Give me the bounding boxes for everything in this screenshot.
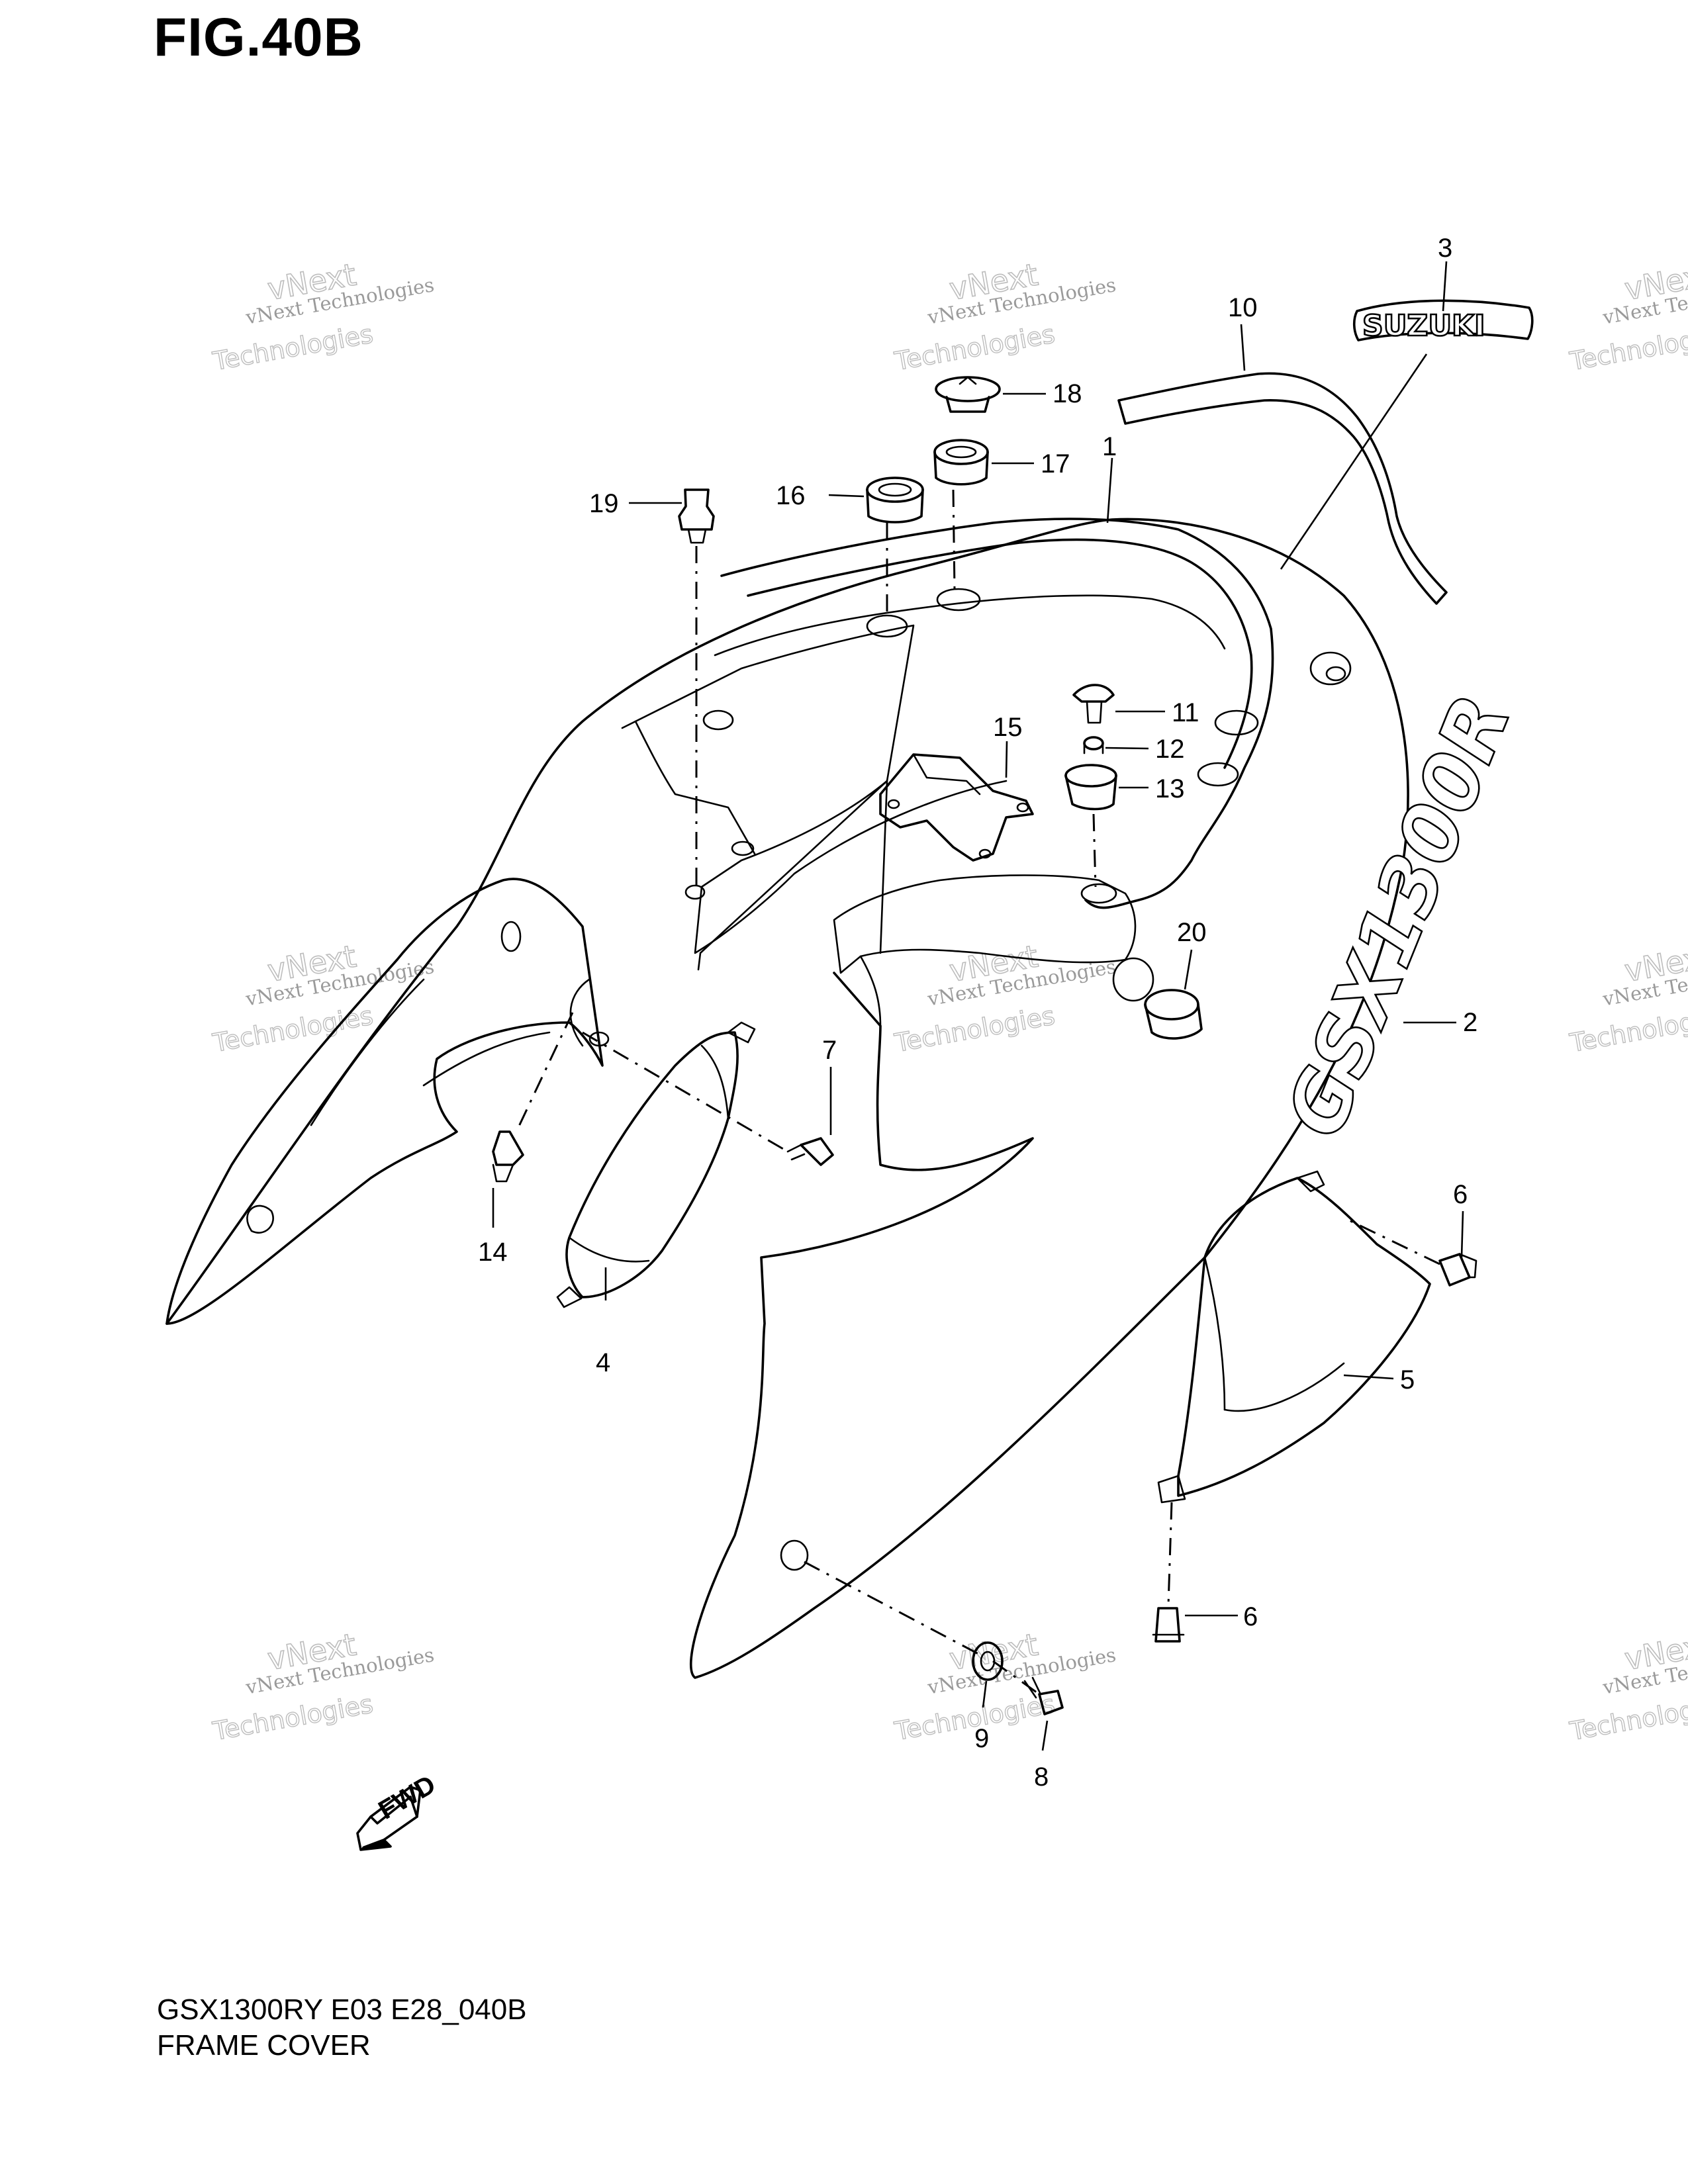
footer-model-code: GSX1300RY E03 E28_040B: [157, 1993, 527, 2026]
watermark: vNext vNext Technologies Technologies: [892, 1626, 1117, 1747]
assembly-lines: [515, 489, 1440, 1696]
plug-part: [1144, 989, 1203, 1040]
watermark: vNext vNext Technologies Technologies: [1567, 256, 1688, 377]
watermark: vNext vNext Technologies Technologies: [892, 256, 1117, 377]
model-decal-part: GSX1300R: [1268, 682, 1530, 1150]
part-label-15: 15: [993, 713, 1023, 742]
clip-part-14: [492, 1130, 524, 1183]
svg-text:Technologies: Technologies: [211, 319, 375, 376]
clip-part-upper: [1438, 1253, 1477, 1287]
screw-part-7: [786, 1137, 834, 1166]
part-label-11: 11: [1172, 698, 1199, 727]
watermark: vNext vNext Technologies Technologies: [892, 938, 1117, 1058]
inner-cover-part: [556, 1021, 756, 1308]
svg-text:Technologies: Technologies: [892, 319, 1057, 376]
model-decal-text: GSX1300R: [1269, 683, 1529, 1150]
footer-figure-name: FRAME COVER: [157, 2029, 371, 2062]
part-label-3: 3: [1438, 234, 1452, 263]
clip-part-19: [678, 488, 715, 544]
part-label-10: 10: [1228, 293, 1258, 322]
svg-text:Technologies: Technologies: [211, 1001, 375, 1058]
part-label-6b: 6: [1243, 1602, 1258, 1631]
grommet-part-17: [933, 439, 989, 486]
watermark: vNext vNext Technologies Technologies: [1567, 1626, 1688, 1747]
part-label-9: 9: [974, 1724, 989, 1753]
leader-lines: [492, 261, 1464, 1751]
watermark: vNext vNext Technologies Technologies: [210, 1626, 436, 1747]
grab-rail-part: [1117, 372, 1448, 605]
figure-title: FIG.40B: [154, 7, 363, 68]
svg-text:Technologies: Technologies: [1568, 319, 1688, 376]
side-cover-part: [1157, 1170, 1431, 1504]
part-label-18: 18: [1053, 379, 1082, 408]
svg-text:Technologies: Technologies: [892, 1001, 1057, 1058]
part-label-7: 7: [822, 1036, 837, 1065]
cushion-part-13: [1064, 764, 1117, 811]
part-label-2: 2: [1463, 1008, 1477, 1037]
part-label-4: 4: [596, 1348, 610, 1377]
part-label-19: 19: [589, 489, 619, 518]
part-label-8: 8: [1034, 1762, 1049, 1792]
svg-text:Technologies: Technologies: [1568, 1001, 1688, 1058]
part-label-12: 12: [1155, 735, 1185, 764]
bolt-part-11: [1072, 684, 1115, 724]
collar-part-12: [1083, 736, 1104, 754]
fwd-label: FWD: [374, 1770, 441, 1825]
part-label-1: 1: [1102, 432, 1117, 461]
part-label-13: 13: [1155, 774, 1185, 803]
brand-emblem-text: SUZUKI: [1362, 309, 1485, 343]
part-label-20: 20: [1177, 918, 1207, 947]
part-number-labels: 1 2 3 4 5 6 6 7 8 9 10 11 12 13 14 15 16…: [478, 234, 1477, 1792]
cap-part-18: [935, 376, 1001, 413]
part-label-6a: 6: [1453, 1180, 1468, 1209]
part-label-17: 17: [1041, 449, 1070, 478]
bracket-part: [879, 753, 1034, 862]
clip-part-lower: [1152, 1607, 1185, 1643]
part-label-14: 14: [478, 1238, 508, 1267]
watermark: vNext vNext Technologies Technologies: [1567, 938, 1688, 1058]
part-label-5: 5: [1400, 1365, 1415, 1394]
fwd-arrow: FWD: [356, 1770, 441, 1851]
watermark: vNext vNext Technologies Technologies: [210, 256, 436, 377]
grommet-part-16: [866, 477, 924, 523]
svg-text:Technologies: Technologies: [211, 1689, 375, 1746]
part-label-16: 16: [776, 481, 806, 510]
frame-cover-part: [165, 518, 1409, 1679]
screw-part-8: [1023, 1676, 1064, 1715]
svg-text:Technologies: Technologies: [1568, 1689, 1688, 1746]
watermarks: vNext vNext Technologies Technologies vN…: [210, 256, 1688, 1747]
brand-emblem-part: SUZUKI: [1352, 299, 1534, 343]
